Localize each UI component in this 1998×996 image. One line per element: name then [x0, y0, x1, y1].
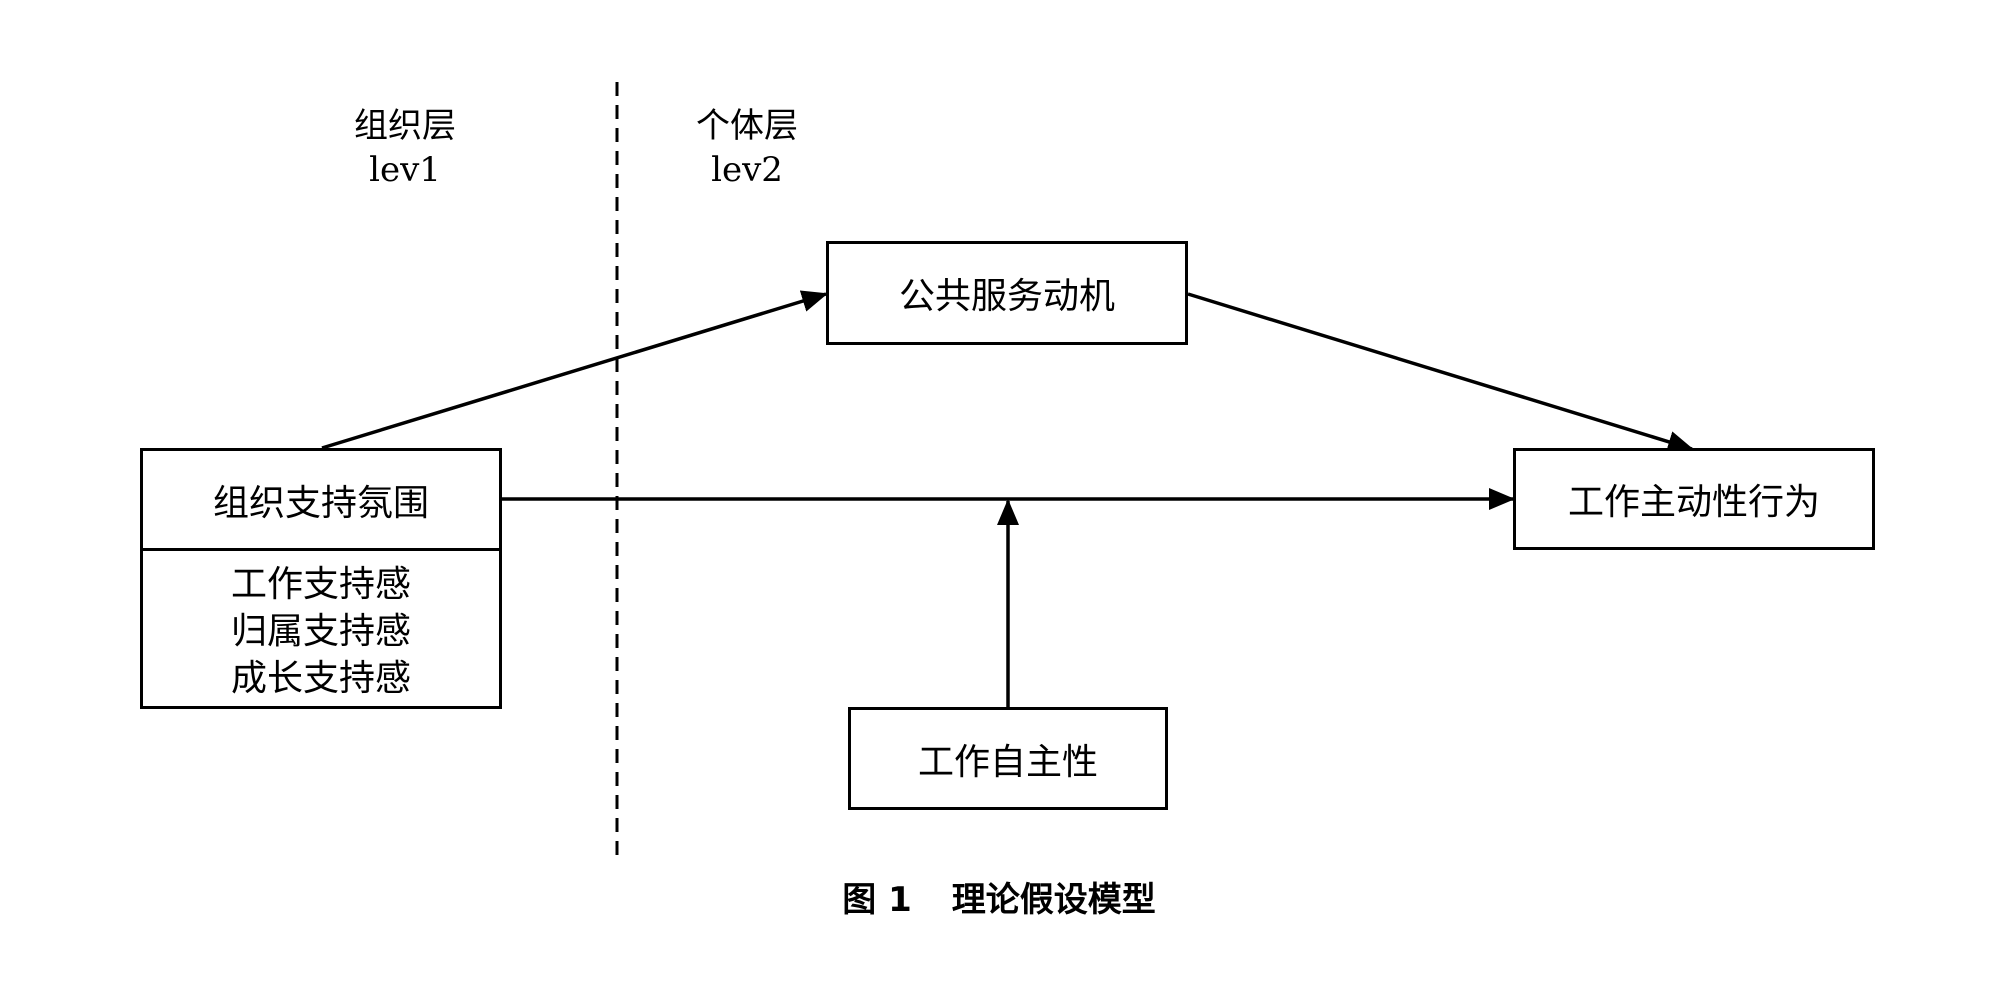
level-org-label: 组织层 lev1 — [320, 104, 490, 192]
node-autonomy-label: 工作自主性 — [917, 741, 1098, 783]
figure-title: 理论假设模型 — [951, 880, 1156, 920]
level-org-name: 组织层 — [354, 106, 456, 146]
level-individual-name: 个体层 — [696, 106, 798, 146]
node-proactive-label: 工作主动性行为 — [1567, 482, 1820, 523]
figure-caption: 图 1 理论假设模型 — [0, 880, 1998, 920]
node-psm-label: 公共服务动机 — [898, 276, 1115, 317]
node-autonomy: 工作自主性 — [848, 707, 1168, 810]
node-org-support-title: 组织支持氛围 — [143, 451, 499, 551]
node-proactive: 工作主动性行为 — [1513, 448, 1875, 550]
node-psm: 公共服务动机 — [826, 241, 1188, 345]
node-org-support: 组织支持氛围 工作支持感 归属支持感 成长支持感 — [140, 448, 502, 709]
level-individual-code: lev2 — [711, 150, 783, 190]
dimension-belonging-support: 归属支持感 — [230, 611, 411, 652]
edge-support-to-psm — [321, 290, 828, 450]
edge-psm-to-proactive — [1187, 292, 1694, 453]
dimension-growth-support: 成长支持感 — [230, 658, 411, 699]
node-org-support-dimensions: 工作支持感 归属支持感 成长支持感 — [143, 551, 499, 702]
level-org-code: lev1 — [369, 150, 441, 190]
level-individual-label: 个体层 lev2 — [662, 104, 832, 192]
dimension-work-support: 工作支持感 — [230, 564, 411, 605]
figure-number: 图 1 — [842, 880, 912, 920]
